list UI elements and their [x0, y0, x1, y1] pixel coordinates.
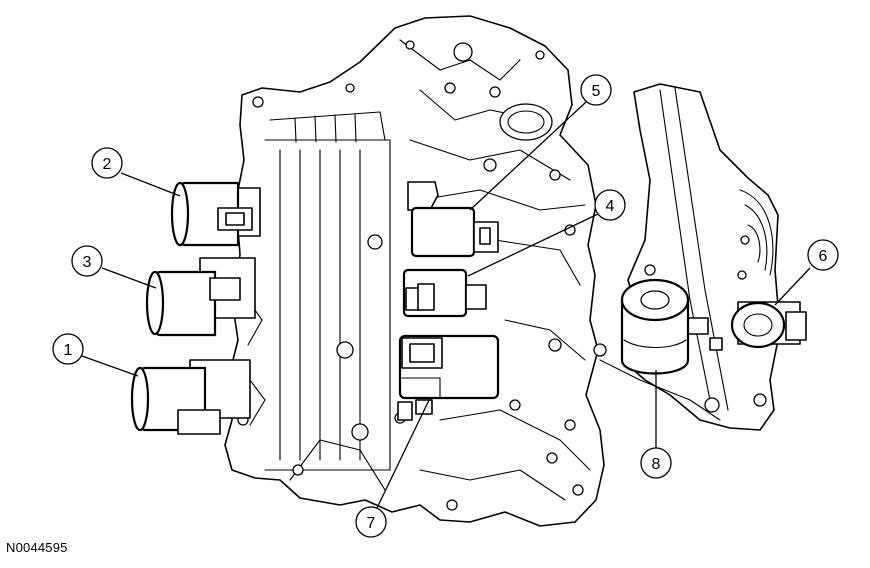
callout-8: 8 — [640, 447, 672, 479]
figure-id-label: N0044595 — [6, 540, 68, 555]
solenoid-3 — [145, 257, 256, 337]
callout-7: 7 — [355, 506, 387, 538]
callout-label-1: 1 — [64, 342, 73, 359]
solenoid-5 — [407, 181, 499, 258]
leader-line-6 — [774, 267, 811, 306]
solenoid-2 — [170, 181, 261, 247]
solenoid-1 — [130, 359, 251, 435]
leader-line-3 — [101, 267, 157, 289]
callout-1: 1 — [52, 333, 84, 365]
callout-label-6: 6 — [819, 248, 828, 265]
leader-line-7 — [376, 397, 431, 509]
callout-label-3: 3 — [83, 254, 92, 271]
solenoid-7 — [397, 334, 500, 421]
callout-label-7: 7 — [367, 515, 376, 532]
solenoid-4 — [402, 268, 487, 318]
side-body-assembly — [599, 83, 781, 431]
callout-label-5: 5 — [592, 83, 601, 100]
callout-label-2: 2 — [103, 156, 112, 173]
leader-line-5 — [469, 101, 587, 211]
solenoid-6 — [730, 301, 807, 349]
callout-6: 6 — [807, 239, 839, 271]
callout-label-8: 8 — [652, 456, 661, 473]
leader-line-2 — [120, 172, 181, 197]
leader-lines — [81, 101, 811, 509]
callout-2: 2 — [91, 147, 123, 179]
callout-label-4: 4 — [606, 198, 615, 215]
callout-5: 5 — [580, 74, 612, 106]
callout-4: 4 — [594, 189, 626, 221]
solenoid-8 — [620, 278, 690, 375]
leader-line-4 — [467, 213, 599, 277]
leader-line-1 — [81, 355, 139, 377]
callout-3: 3 — [71, 245, 103, 277]
